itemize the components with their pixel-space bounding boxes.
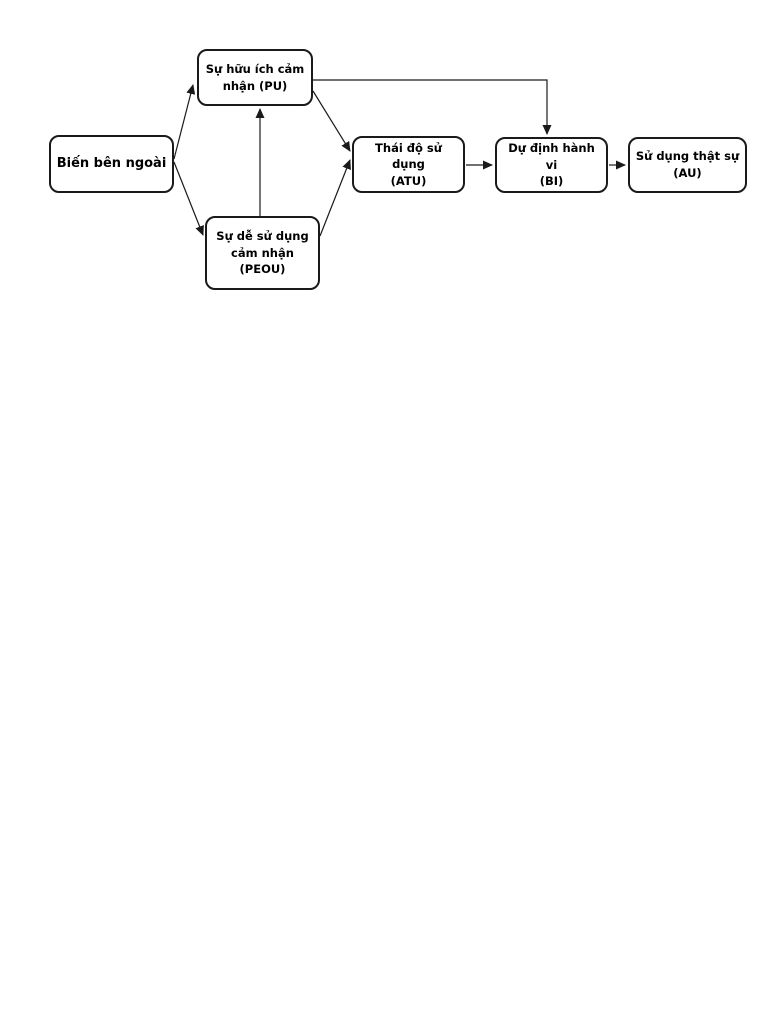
arrow-external-to-pu bbox=[173, 84, 196, 160]
arrow-peou-to-atu bbox=[319, 159, 351, 237]
arrow-pu-to-bi bbox=[313, 79, 552, 135]
node-behavioral-intention: Dự định hành vi (BI) bbox=[495, 137, 608, 193]
node-perceived-ease-of-use: Sự dễ sử dụng cảm nhận (PEOU) bbox=[205, 216, 320, 290]
node-external-variables: Biến bên ngoài bbox=[49, 135, 174, 193]
node-actual-use: Sử dụng thật sự (AU) bbox=[628, 137, 747, 193]
arrow-external-to-peou bbox=[173, 161, 204, 236]
node-attitude-toward-using: Thái độ sử dụng (ATU) bbox=[352, 136, 465, 193]
node-perceived-usefulness: Sự hữu ích cảm nhận (PU) bbox=[197, 49, 313, 106]
arrow-pu-to-atu bbox=[312, 90, 351, 152]
